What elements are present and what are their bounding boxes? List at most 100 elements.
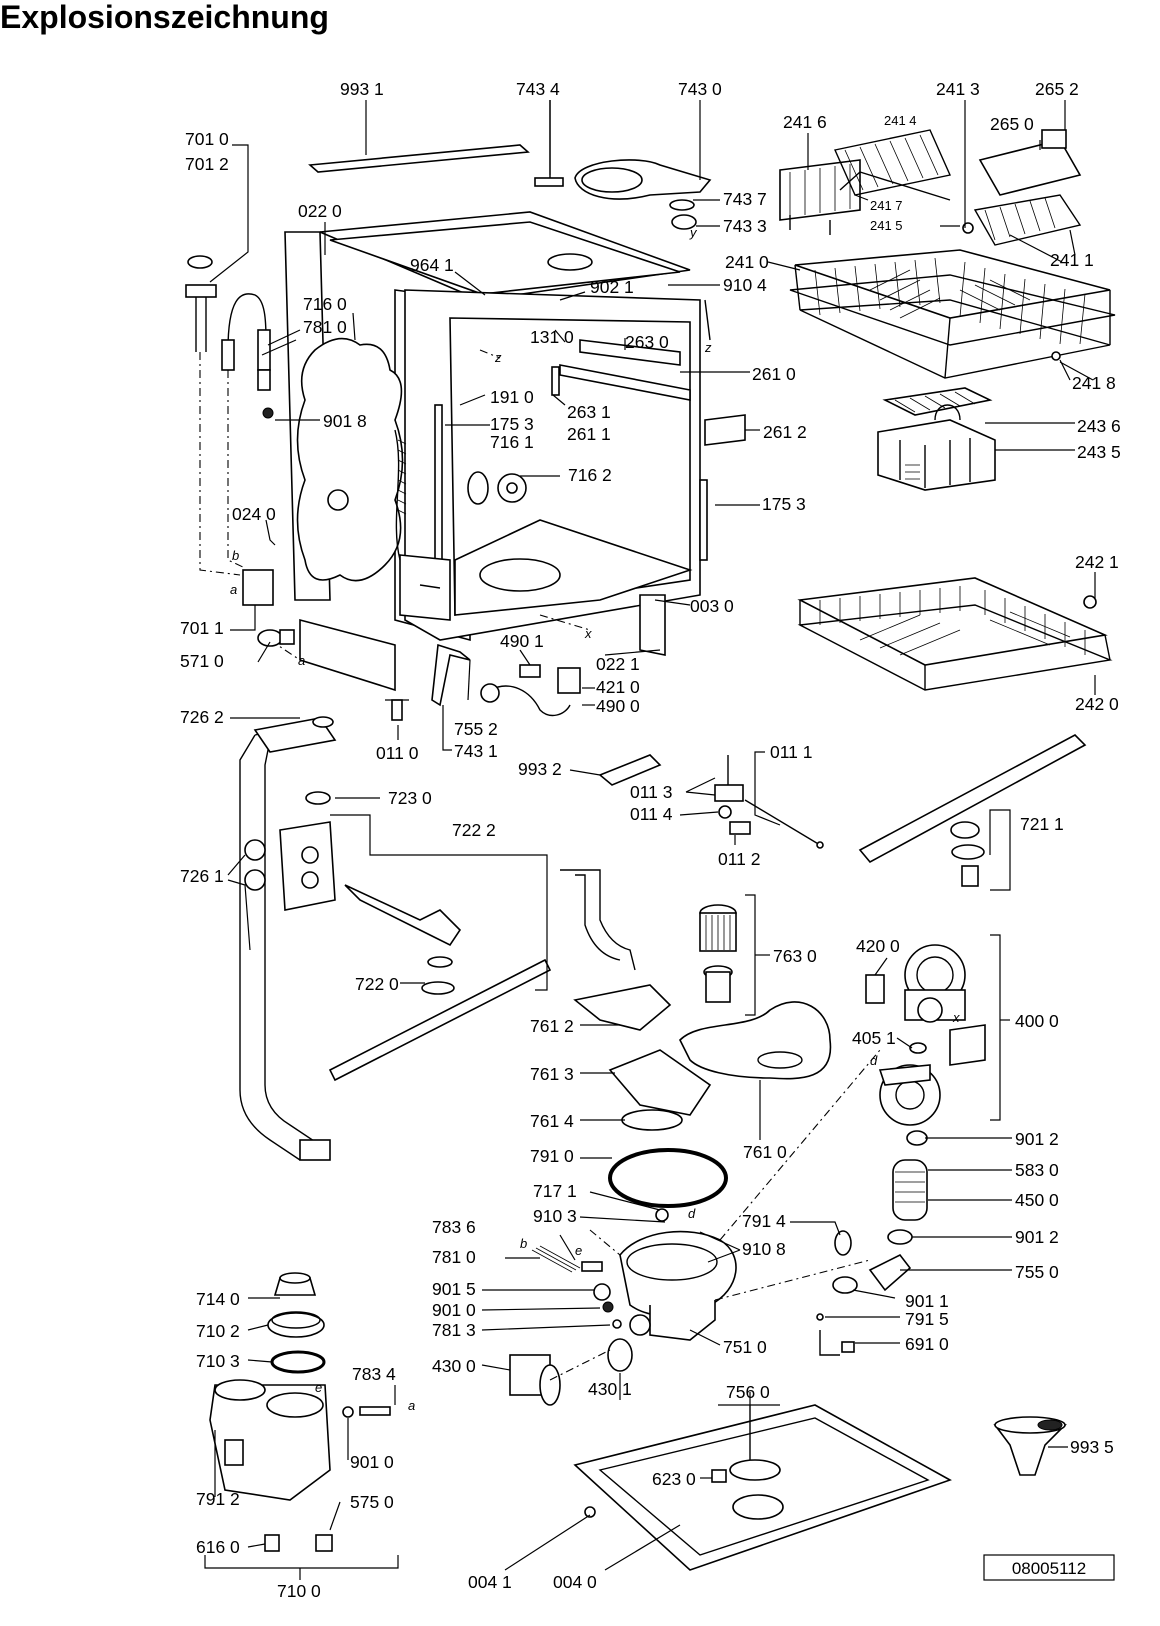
part-label: 761 3 [530, 1064, 574, 1084]
part-label: 751 0 [723, 1337, 767, 1357]
connector-letter: a [230, 582, 237, 597]
part-label: 743 3 [723, 216, 767, 236]
connector-letter: a [298, 653, 305, 668]
part-labels: 993 1 743 4 743 0 743 7 743 3 241 3 265 … [180, 79, 1121, 1601]
part-label: 783 6 [432, 1217, 476, 1237]
part-label: 743 4 [516, 79, 560, 99]
part-label: 901 8 [323, 411, 367, 431]
part-label: 761 4 [530, 1111, 574, 1131]
part-label: 265 0 [990, 114, 1034, 134]
part-label: 241 1 [1050, 250, 1094, 270]
part-label: 714 0 [196, 1289, 240, 1309]
part-label: 263 0 [625, 332, 669, 352]
part-label: 791 0 [530, 1146, 574, 1166]
part-label: 691 0 [905, 1334, 949, 1354]
part-label: 726 1 [180, 866, 224, 886]
part-label: 761 2 [530, 1016, 574, 1036]
insulation-panel [296, 337, 404, 582]
part-label: 191 0 [490, 387, 534, 407]
part-label: 722 2 [452, 820, 496, 840]
part-label: 716 1 [490, 432, 534, 452]
part-label: 910 3 [533, 1206, 577, 1226]
part-label: 265 2 [1035, 79, 1079, 99]
gasket-791-0 [608, 1148, 728, 1208]
part-label: 910 8 [742, 1239, 786, 1259]
part-label: 011 3 [630, 782, 673, 802]
part-label: 405 1 [852, 1028, 896, 1048]
diagram-title: Explosionszeichnung [0, 0, 329, 35]
part-label: 722 0 [355, 974, 399, 994]
part-label: 964 1 [410, 255, 454, 275]
part-label: 022 0 [298, 201, 342, 221]
part-label: 241 7 [870, 198, 903, 213]
part-label: 490 1 [500, 631, 544, 651]
part-label: 420 0 [856, 936, 900, 956]
part-label: 743 1 [454, 741, 498, 761]
part-label: 902 1 [590, 277, 634, 297]
part-label: 993 5 [1070, 1437, 1114, 1457]
part-label: 901 2 [1015, 1227, 1059, 1247]
connector-letter: z [494, 350, 502, 365]
part-label: 726 2 [180, 707, 224, 727]
leader-lines [204, 100, 1096, 1580]
part-label: 400 0 [1015, 1011, 1059, 1031]
part-label: 716 2 [568, 465, 612, 485]
part-label: 261 2 [763, 422, 807, 442]
part-label: 616 0 [196, 1537, 240, 1557]
connector-letter: a [408, 1398, 415, 1413]
upper-basket-drawing [779, 129, 1116, 491]
part-label: 241 5 [870, 218, 903, 233]
part-label: 783 4 [352, 1364, 396, 1384]
part-label: 004 0 [553, 1572, 597, 1592]
part-label: 781 0 [432, 1247, 476, 1267]
part-label: 011 4 [630, 804, 673, 824]
part-label: 011 2 [718, 849, 761, 869]
lower-basket-top [797, 577, 1108, 666]
part-label: 791 5 [905, 1309, 949, 1329]
part-label: 022 1 [596, 654, 640, 674]
lower-basket-drawing [797, 577, 1113, 691]
part-label: 756 0 [726, 1382, 770, 1402]
connector-letter: x [584, 626, 592, 641]
part-label: 430 0 [432, 1356, 476, 1376]
part-label: 261 1 [567, 424, 611, 444]
connector-letter: y [689, 225, 698, 240]
part-label: 723 0 [388, 788, 432, 808]
part-label: 701 2 [185, 154, 229, 174]
connector-letter: b [232, 548, 239, 563]
part-265-0-rack [978, 139, 1082, 196]
part-label: 761 0 [743, 1142, 787, 1162]
part-label: 450 0 [1015, 1190, 1059, 1210]
part-label: 583 0 [1015, 1160, 1059, 1180]
part-label: 701 1 [180, 618, 224, 638]
part-label: 261 0 [752, 364, 796, 384]
part-label: 241 8 [1072, 373, 1116, 393]
part-label: 571 0 [180, 651, 224, 671]
part-label: 743 7 [723, 189, 767, 209]
part-label: 175 3 [762, 494, 806, 514]
cabinet-drawing [185, 211, 746, 721]
part-label: 721 1 [1020, 814, 1064, 834]
part-label: 791 4 [742, 1211, 786, 1231]
part-label: 011 0 [376, 743, 419, 763]
part-993-1-strip [308, 144, 530, 173]
part-label: 791 2 [196, 1489, 240, 1509]
part-label: 024 0 [232, 504, 276, 524]
connector-letter: d [870, 1053, 878, 1068]
softener-base-drawing [209, 1272, 1067, 1571]
spray-system-drawing [239, 716, 1087, 1161]
lower-spray-arm [858, 734, 1087, 864]
part-label: 421 0 [596, 677, 640, 697]
part-label: 701 0 [185, 129, 229, 149]
top-cover-parts [308, 100, 712, 230]
reference-number: 08005112 [1012, 1559, 1086, 1578]
part-label: 241 4 [884, 113, 917, 128]
part-label: 175 3 [490, 414, 534, 434]
part-label: 131 0 [530, 327, 574, 347]
part-label: 575 0 [350, 1492, 394, 1512]
part-label: 901 5 [432, 1279, 476, 1299]
part-label: 243 5 [1077, 442, 1121, 462]
upper-spray-arm [328, 958, 552, 1082]
part-761-0-filter [679, 1001, 832, 1080]
